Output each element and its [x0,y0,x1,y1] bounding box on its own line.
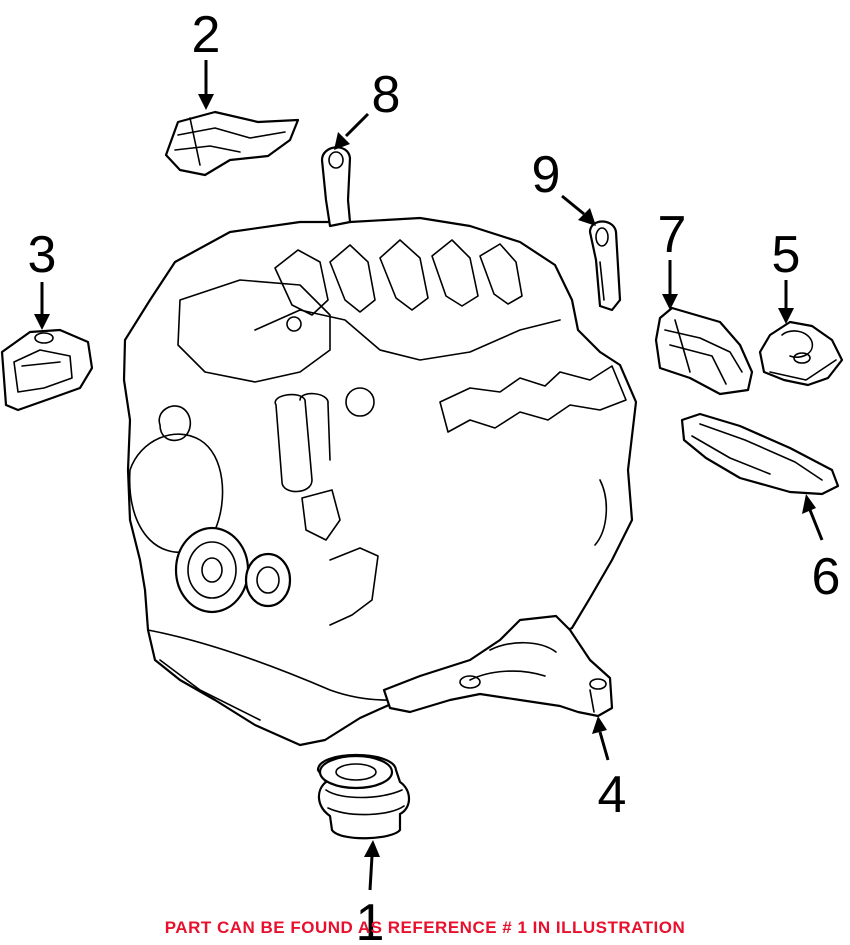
callout-arrowhead-5 [778,308,794,324]
part-4-mount [382,614,614,718]
part-6-plate [680,412,840,496]
callout-arrowhead-3 [34,314,50,330]
callout-arrow-4 [598,731,610,761]
callout-arrowhead-2 [198,94,214,110]
part-2-shield [164,110,300,177]
part-5-mount [758,320,844,387]
engine-block [122,216,638,747]
callout-arrowhead-7 [662,294,678,310]
part-1-mount [316,754,411,840]
ref-number-3: 3 [28,226,57,284]
part-9-bracket [588,220,622,312]
reference-numbers: 2 8 3 9 7 5 6 4 1 [28,6,841,945]
ref-number-6: 6 [812,548,841,606]
ref-number-1: 1 [356,894,385,945]
ref-number-8: 8 [372,66,401,124]
part-8-bracket [320,146,352,228]
ref-number-5: 5 [772,226,801,284]
ref-number-7: 7 [658,206,687,264]
callout-arrow-1 [368,855,374,891]
ref-number-2: 2 [192,6,221,64]
callout-arrowhead-1 [364,840,380,857]
callout-arrowhead-6 [802,494,816,514]
part-7-bracket [654,306,754,396]
callout-arrow-8 [344,112,370,138]
callout-arrowhead-8 [334,132,350,150]
part-3-mount [0,328,94,412]
callout-arrow-6 [808,509,824,541]
ref-number-4: 4 [598,766,627,824]
callout-arrows [34,60,824,891]
callout-arrowhead-4 [592,716,607,734]
ref-number-9: 9 [532,146,561,204]
callout-arrowhead-9 [578,208,596,226]
reference-note: PART CAN BE FOUND AS REFERENCE # 1 IN IL… [164,918,686,937]
callout-arrow-9 [561,194,585,216]
